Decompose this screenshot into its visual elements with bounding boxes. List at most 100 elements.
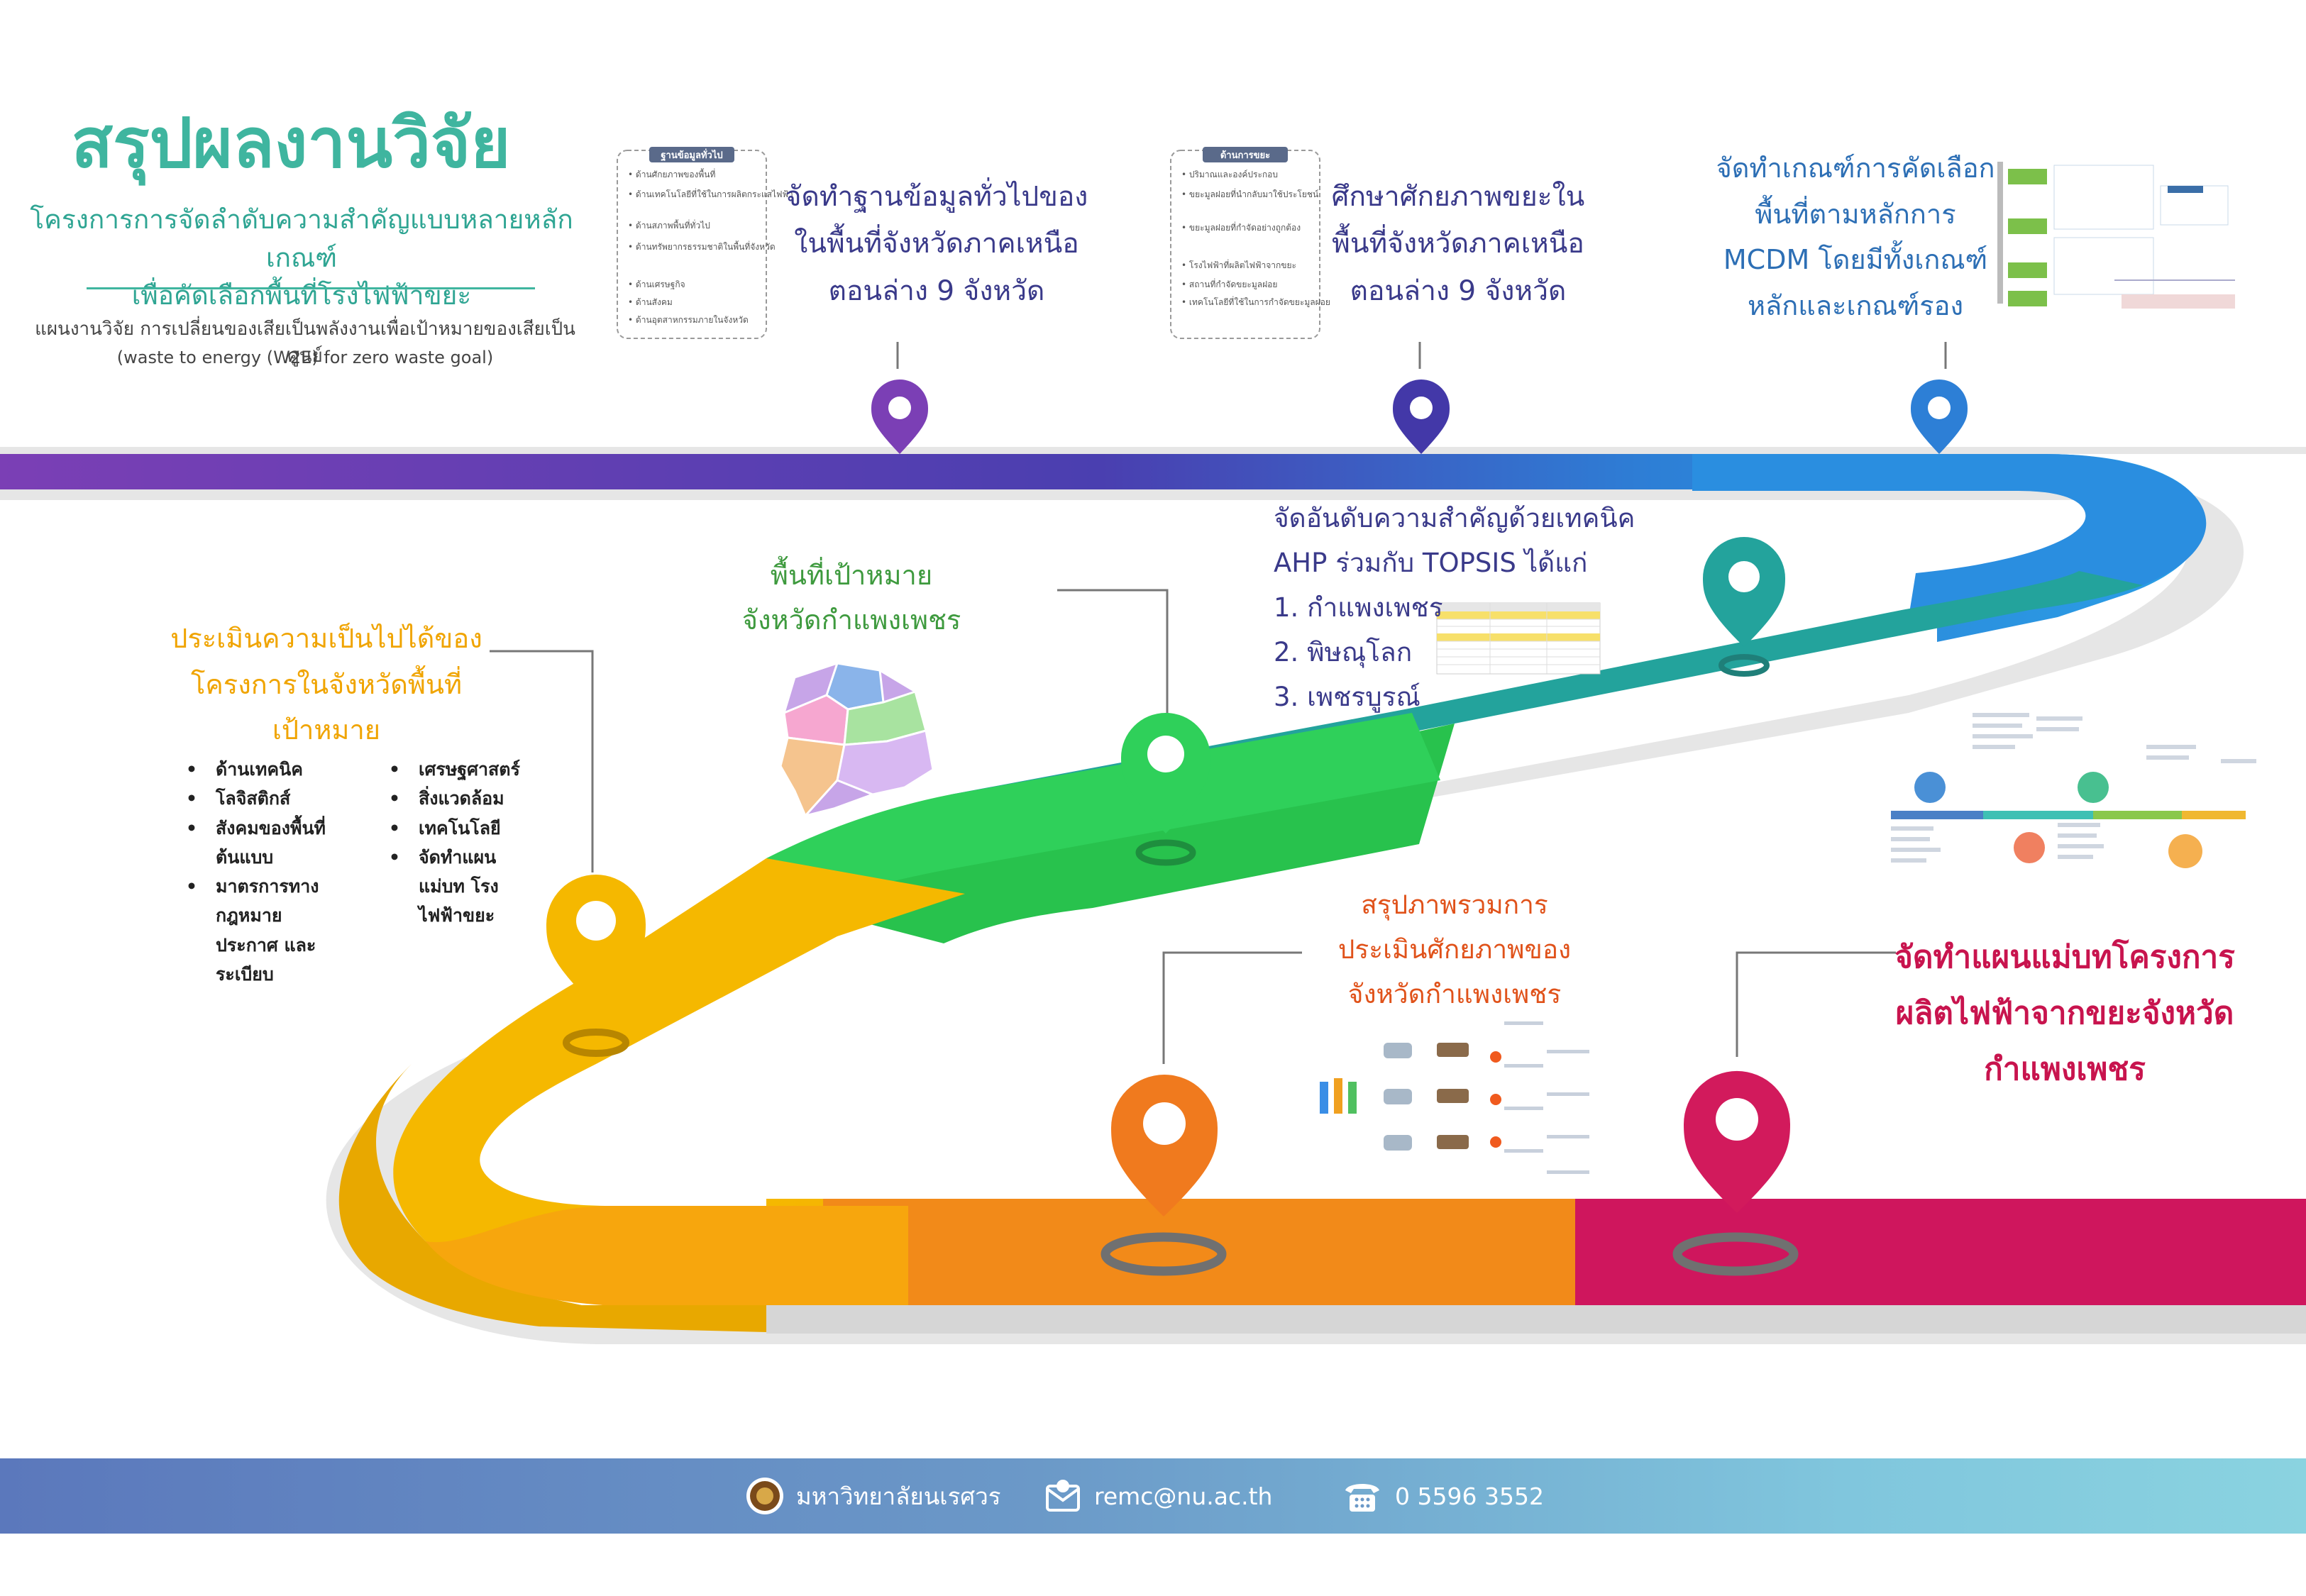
milestone-8-line: ผลิตไฟฟ้าจากขยะจังหวัด	[1895, 995, 2234, 1032]
milestone-8-line: กำแพงเพชร	[1984, 1051, 2146, 1088]
footer-email[interactable]: remc@nu.ac.th	[1043, 1477, 1272, 1515]
pin-m3[interactable]	[1911, 379, 1968, 454]
thumb-potential-summary	[1320, 1021, 1589, 1174]
ranking-item: 2. พิษณุโลก	[1274, 636, 1413, 667]
svg-text:• ด้านสภาพพื้นที่ทั่วไป: • ด้านสภาพพื้นที่ทั่วไป	[628, 219, 710, 231]
milestone-3-line: จัดทำเกณฑ์การคัดเลือก	[1716, 153, 1995, 184]
svg-text:• ด้านเทคโนโลยีที่ใช้ในการผลิต: • ด้านเทคโนโลยีที่ใช้ในการผลิตกระแสไฟฟ้า	[628, 188, 793, 199]
svg-text:• โรงไฟฟ้าที่ผลิตไฟฟ้าจากขยะ: • โรงไฟฟ้าที่ผลิตไฟฟ้าจากขยะ	[1181, 259, 1296, 270]
pin-m2[interactable]	[1393, 379, 1450, 454]
milestone-2-text: ศึกษาศักยภาพขยะใน พื้นที่จังหวัดภาคเหนือ…	[1302, 174, 1614, 315]
svg-text:• ปริมาณและองค์ประกอบ: • ปริมาณและองค์ประกอบ	[1181, 170, 1278, 179]
milestone-3-text: จัดทำเกณฑ์การคัดเลือก พื้นที่ตามหลักการ …	[1699, 145, 2012, 328]
milestone-1-line: จัดทำฐานข้อมูลทั่วไปของ	[785, 181, 1088, 213]
pin-m4[interactable]	[1703, 537, 1785, 677]
feasibility-item: ด้านเทคนิค	[186, 755, 346, 785]
footer-university[interactable]: มหาวิทยาลัยนเรศวร	[745, 1477, 1001, 1515]
road-fill-yellow-to-orange	[426, 1206, 908, 1305]
milestone-2-line: ศึกษาศักยภาพขยะใน	[1331, 181, 1585, 213]
milestone-5-text: พื้นที่เป้าหมาย จังหวัดกำแพงเพชร	[710, 553, 993, 642]
road-segment-magenta	[1575, 1199, 2306, 1305]
milestone-3-line: พื้นที่ตามหลักการ	[1755, 198, 1956, 230]
feasibility-item: เศรษฐศาสตร์	[389, 755, 527, 785]
svg-text:• ขยะมูลฝอยที่กำจัดอย่างถูกต้อ: • ขยะมูลฝอยที่กำจัดอย่างถูกต้อง	[1181, 221, 1301, 233]
svg-text:• ด้านอุตสาหกรรมภายในจังหวัด: • ด้านอุตสาหกรรมภายในจังหวัด	[628, 315, 749, 326]
milestone-2-line: ตอนล่าง 9 จังหวัด	[1350, 275, 1567, 307]
feasibility-item: สิ่งแวดล้อม	[389, 784, 527, 814]
subtitle-line-2: เพื่อคัดเลือกพื้นที่โรงไฟฟ้าขยะ	[131, 280, 472, 311]
title-divider	[87, 287, 535, 289]
feasibility-list-left: ด้านเทคนิค โลจิสติกส์ สังคมของพื้นที่ต้น…	[186, 755, 346, 989]
ranking-list: 1. กำแพงเพชร 2. พิษณุโลก 3. เพชรบูรณ์	[1274, 586, 1643, 720]
milestone-6-line: โครงการในจังหวัดพื้นที่	[190, 668, 463, 700]
pin-m8[interactable]	[1672, 1070, 1799, 1276]
pin-m5[interactable]	[1121, 713, 1210, 866]
ranking-item: 3. เพชรบูรณ์	[1274, 681, 1420, 712]
milestone-2-line: พื้นที่จังหวัดภาคเหนือ	[1332, 228, 1584, 260]
svg-text:• สถานที่กำจัดขยะมูลฝอย: • สถานที่กำจัดขยะมูลฝอย	[1181, 278, 1277, 290]
road-edge-bottom	[766, 1305, 2306, 1334]
thumb-province-map	[779, 662, 934, 818]
milestone-7-text: สรุปภาพรวมการ ประเมินศักยภาพของ จังหวัดก…	[1306, 883, 1604, 1017]
road-segment-green-body	[766, 713, 1440, 922]
milestone-4-line: จัดอันดับความสำคัญด้วยเทคนิค	[1274, 503, 1635, 533]
milestone-6-text: ประเมินความเป็นไปได้ของ โครงการในจังหวัด…	[156, 616, 497, 753]
road-strip-top-dark	[0, 447, 2306, 454]
milestone-3-line: หลักและเกณฑ์รอง	[1747, 289, 1964, 321]
thumb-criteria-diagram	[1997, 162, 2235, 309]
footer-phone[interactable]: 0 5596 3552	[1341, 1477, 1544, 1515]
milestone-5-line: พื้นที่เป้าหมาย	[770, 560, 933, 591]
svg-text:• ด้านศักยภาพของพื้นที่: • ด้านศักยภาพของพื้นที่	[628, 168, 715, 179]
milestone-7-line: ประเมินศักยภาพของ	[1337, 933, 1572, 965]
milestone-6-line: เป้าหมาย	[272, 714, 381, 746]
ranking-item: 1. กำแพงเพชร	[1274, 592, 1443, 623]
pin-m7[interactable]	[1100, 1075, 1227, 1276]
footer-university-label: มหาวิทยาลัยนเรศวร	[796, 1482, 1001, 1510]
milestone-5-line: จังหวัดกำแพงเพชร	[741, 604, 961, 636]
svg-text:• ด้านทรัพยากรธรรมชาติในพื้นที: • ด้านทรัพยากรธรรมชาติในพื้นที่จังหวัด	[628, 240, 776, 252]
svg-text:• ด้านเศรษฐกิจ: • ด้านเศรษฐกิจ	[628, 279, 685, 289]
milestone-7-line: สรุปภาพรวมการ	[1361, 890, 1548, 920]
milestone-1-line: ตอนล่าง 9 จังหวัด	[828, 275, 1045, 307]
feasibility-item: เทคโนโลยี	[389, 814, 527, 843]
footer-phone-label: 0 5596 3552	[1395, 1482, 1544, 1510]
research-plan-en: (waste to energy (W2E) for zero waste go…	[116, 348, 494, 367]
thumb-general-lines: • ด้านศักยภาพของพื้นที่ • ด้านเทคโนโลยีท…	[628, 168, 793, 326]
email-icon	[1046, 1480, 1080, 1512]
seal-logo	[746, 1478, 783, 1514]
subtitle-line-1: โครงการการจัดลำดับความสำคัญแบบหลายหลักเก…	[30, 204, 573, 273]
thumb-waste-data: ด้านการขยะ • ปริมาณและองค์ประกอบ • ขยะมู…	[1170, 147, 1330, 339]
thumb-waste-header: ด้านการขยะ	[1220, 150, 1270, 161]
svg-text:• เทคโนโลยีที่ใช้ในการกำจัดขยะ: • เทคโนโลยีที่ใช้ในการกำจัดขยะมูลฝอย	[1181, 296, 1330, 308]
footer-email-label: remc@nu.ac.th	[1094, 1482, 1273, 1510]
feasibility-item: สังคมของพื้นที่ต้นแบบ	[186, 814, 346, 872]
pin-m1[interactable]	[871, 379, 928, 454]
page-title: สรุปผลงานวิจัย	[71, 104, 511, 183]
milestone-6-line: ประเมินความเป็นไปได้ของ	[170, 623, 482, 654]
connector-lines	[490, 342, 1947, 1064]
feasibility-item: จัดทำแผนแม่บท โรงไฟฟ้าขยะ	[389, 843, 527, 931]
feasibility-item: โลจิสติกส์	[186, 784, 346, 814]
svg-text:• ขยะมูลฝอยที่นำกลับมาใช้ประโย: • ขยะมูลฝอยที่นำกลับมาใช้ประโยชน์	[1181, 188, 1318, 200]
feasibility-item: มาตรการทางกฎหมาย ประกาศ และระเบียบ	[186, 872, 346, 989]
road-segment-teal	[951, 571, 2143, 794]
thumb-ranking-table	[1436, 602, 1601, 675]
milestone-4-text: จัดอันดับความสำคัญด้วยเทคนิค AHP ร่วมกับ…	[1274, 497, 1643, 719]
milestone-8-text: จัดทำแผนแม่บทโครงการ ผลิตไฟฟ้าจากขยะจังห…	[1880, 929, 2249, 1098]
phone-icon	[1345, 1484, 1379, 1512]
milestone-1-line: ในพื้นที่จังหวัดภาคเหนือ	[794, 228, 1079, 260]
milestone-4-line: AHP ร่วมกับ TOPSIS ได้แก่	[1274, 547, 1588, 578]
footer-bar	[0, 1458, 2306, 1534]
thumb-masterplan-roadmap	[1891, 713, 2256, 868]
pin-m6[interactable]	[546, 875, 646, 1057]
project-subtitle: โครงการการจัดลำดับความสำคัญแบบหลายหลักเก…	[21, 201, 582, 315]
milestone-3-line: MCDM โดยมีทั้งเกณฑ์	[1723, 244, 1988, 276]
research-plan: แผนงานวิจัย การเปลี่ยนของเสียเป็นพลังงาน…	[35, 318, 575, 367]
road-segment-orange	[823, 1199, 1575, 1305]
milestone-7-line: จังหวัดกำแพงเพชร	[1347, 978, 1562, 1009]
feasibility-list-right: เศรษฐศาสตร์ สิ่งแวดล้อม เทคโนโลยี จัดทำแ…	[389, 755, 527, 931]
milestone-1-text: จัดทำฐานข้อมูลทั่วไปของ ในพื้นที่จังหวัด…	[759, 174, 1114, 315]
svg-text:• ด้านสังคม: • ด้านสังคม	[628, 297, 673, 307]
